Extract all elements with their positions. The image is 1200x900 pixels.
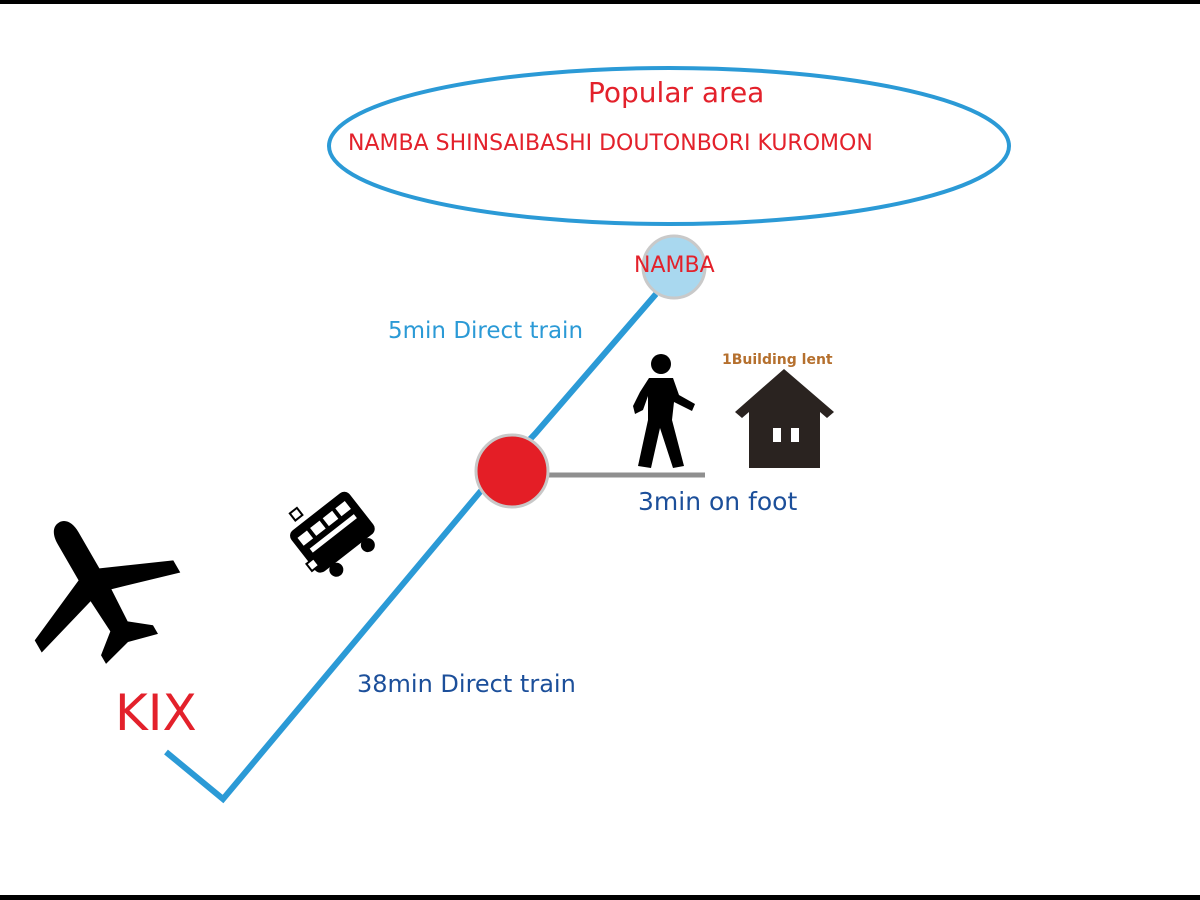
kix-airport-label: KIX — [115, 684, 197, 742]
house-icon — [735, 369, 834, 468]
namba-station-marker — [641, 234, 707, 300]
train-icon — [288, 491, 375, 577]
popular-area-title: Popular area — [588, 76, 765, 109]
walk-time-label: 3min on foot — [638, 487, 798, 516]
namba-station-label: NAMBA — [634, 253, 715, 278]
popular-area-ellipse — [327, 66, 1011, 226]
airplane-icon — [34, 521, 181, 664]
short-train-label: 5min Direct train — [388, 318, 584, 344]
railway-route-line — [164, 292, 659, 804]
long-train-label: 38min Direct train — [357, 670, 576, 698]
bottom-border — [0, 895, 1200, 900]
top-border — [0, 0, 1200, 4]
building-lent-label: 1Building lent — [722, 352, 833, 368]
walking-person-icon — [633, 354, 695, 468]
popular-area-list: NAMBA SHINSAIBASHI DOUTONBORI KUROMON — [348, 131, 873, 156]
nearest-station-marker — [474, 433, 550, 509]
